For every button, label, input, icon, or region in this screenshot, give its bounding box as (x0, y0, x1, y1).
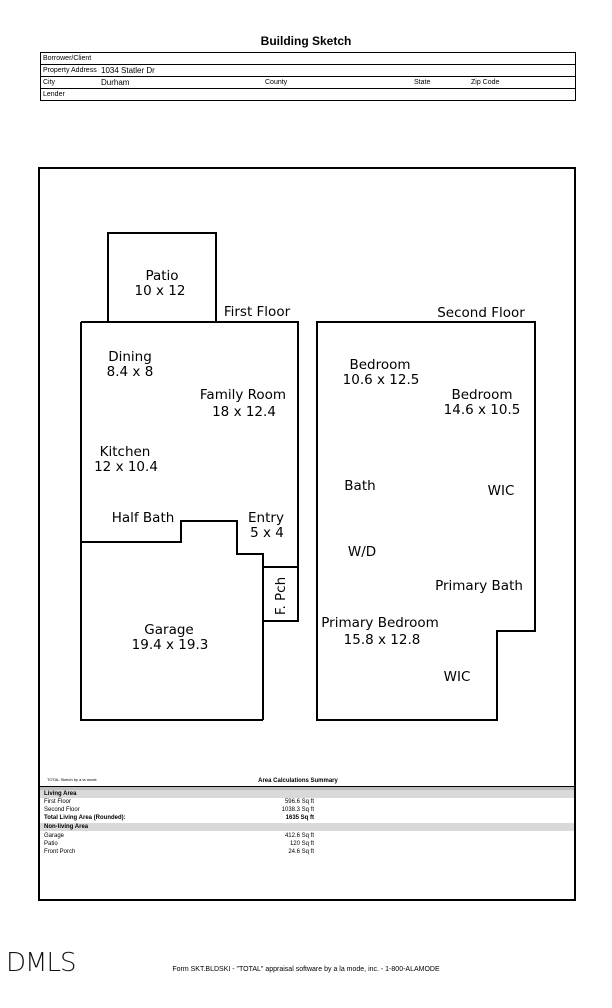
primary-bath-label: Primary Bath (435, 578, 523, 594)
row-label: Front Porch (44, 849, 76, 855)
row-value: 120 Sq ft (289, 841, 314, 847)
bedroom2-dims: 14.6 x 10.5 (444, 402, 521, 418)
state-label: State (414, 79, 431, 86)
dmls-logo: DMLS (6, 948, 76, 978)
second-floor-outline (316, 321, 536, 721)
row-value: 1038.3 Sq ft (281, 807, 314, 813)
kitchen-label: Kitchen (100, 444, 151, 460)
borrower-label: Borrower/Client (43, 55, 92, 62)
summary-row: First Floor 596.6 Sq ft (44, 798, 314, 806)
row-value: 596.6 Sq ft (284, 799, 314, 805)
property-address: 1034 Statler Dr (101, 66, 155, 75)
summary-row: Patio 120 Sq ft (44, 840, 314, 848)
dining-label: Dining (108, 349, 152, 365)
row-label: Second Floor (44, 807, 80, 813)
first-floor-left-wall (80, 322, 263, 721)
lender-label: Lender (43, 91, 65, 98)
lender-row: Lender (41, 89, 575, 100)
bedroom2-label: Bedroom (451, 387, 512, 403)
total-living-row: Total Living Area (Rounded): 1635 Sq ft (44, 814, 314, 822)
first-floor-label: First Floor (224, 304, 291, 320)
property-row: Property Address 1034 Statler Dr (41, 65, 575, 77)
area-summary-title: Area Calculations Summary (258, 778, 338, 784)
city-label: City (43, 79, 56, 86)
second-floor-label: Second Floor (437, 305, 525, 321)
wd-label: W/D (348, 544, 376, 560)
wic1-label: WIC (488, 483, 515, 499)
summary-divider (40, 786, 574, 791)
garage-dims: 19.4 x 19.3 (132, 637, 209, 653)
summary-row: Garage 412.6 Sq ft (44, 832, 314, 840)
front-porch-label: F. Pch (273, 577, 289, 615)
summary-row: Front Porch 24.6 Sq ft (44, 848, 314, 856)
row-label: First Floor (44, 799, 71, 805)
bath-label: Bath (344, 478, 375, 494)
family-room-dims: 18 x 12.4 (212, 404, 276, 420)
borrower-row: Borrower/Client (41, 53, 575, 65)
property-label: Property Address (43, 67, 97, 74)
patio-label: Patio (145, 268, 178, 284)
primary-bedroom-dims: 15.8 x 12.8 (344, 632, 421, 648)
zip-label: Zip Code (471, 79, 500, 86)
row-label: Patio (44, 841, 58, 847)
row-label: Garage (44, 833, 65, 839)
property-info-table: Borrower/Client Property Address 1034 St… (40, 52, 576, 101)
total-value: 1635 Sq ft (285, 815, 314, 821)
front-porch-outline (262, 566, 299, 622)
city-value: Durham (101, 78, 130, 87)
nonliving-area-header: Non-living Area (40, 823, 574, 831)
total-label: Total Living Area (Rounded): (44, 815, 126, 821)
row-value: 412.6 Sq ft (284, 833, 314, 839)
bedroom1-dims: 10.6 x 12.5 (343, 372, 420, 388)
entry-label: Entry (248, 510, 284, 526)
wic2-label: WIC (444, 669, 471, 685)
half-bath-label: Half Bath (112, 510, 175, 526)
dining-dims: 8.4 x 8 (107, 364, 154, 380)
garage-label: Garage (144, 622, 193, 638)
interior-garage-wall (81, 520, 298, 568)
primary-bedroom-label: Primary Bedroom (321, 615, 439, 631)
entry-dims: 5 x 4 (250, 525, 284, 541)
footer-form-text: Form SKT.BLDSKI - "TOTAL" appraisal soft… (172, 966, 440, 973)
city-row: City Durham County State Zip Code (41, 77, 575, 89)
county-label: County (265, 79, 288, 86)
family-room-label: Family Room (200, 387, 286, 403)
living-area-header: Living Area (40, 790, 574, 798)
document-title: Building Sketch (260, 34, 352, 48)
first-floor-outline (81, 321, 299, 567)
row-value: 24.6 Sq ft (288, 849, 314, 855)
sketch-frame (38, 167, 576, 901)
summary-row: Second Floor 1038.3 Sq ft (44, 806, 314, 814)
kitchen-dims: 12 x 10.4 (94, 459, 158, 475)
sketch-software-credit: TOTAL Sketch by a la mode (47, 777, 97, 782)
patio-dims: 10 x 12 (135, 283, 186, 299)
bedroom1-label: Bedroom (349, 357, 410, 373)
